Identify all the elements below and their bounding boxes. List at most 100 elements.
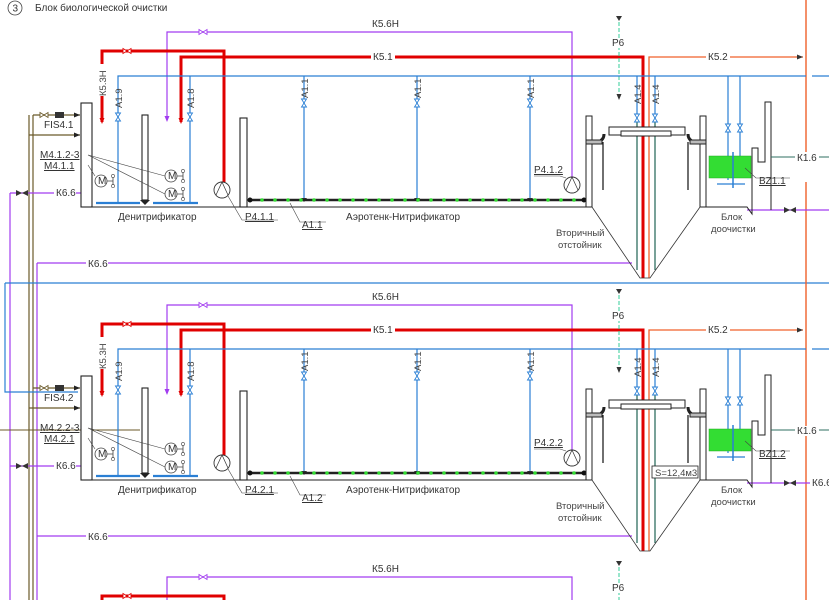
valve-icon[interactable] <box>198 573 208 581</box>
a18-label: A1.8 <box>186 361 197 381</box>
valve-icon[interactable] <box>736 123 744 133</box>
aerotank-label: Аэротенк-Нитрификатор <box>346 211 460 223</box>
blue-air-main <box>4 282 829 393</box>
post-treatment-block <box>706 101 772 216</box>
valve-icon[interactable] <box>198 301 208 309</box>
arrow-right-icon <box>74 405 80 411</box>
motor-leader <box>87 427 166 468</box>
aerotank <box>247 470 587 481</box>
arrow-down-icon <box>616 367 622 373</box>
section-number: 3 <box>13 4 19 15</box>
valve-icon[interactable] <box>633 113 641 123</box>
leader-line <box>744 167 790 179</box>
riser-label: A1.1 <box>413 78 424 98</box>
valve-icon[interactable] <box>784 207 796 213</box>
valve-icon[interactable] <box>122 47 132 55</box>
k52-label: К5.2 <box>708 325 728 336</box>
red-recirculation-line <box>100 49 226 182</box>
a19-label: A1.9 <box>114 88 125 108</box>
bio-loading-media <box>708 428 752 452</box>
valve-icon[interactable] <box>114 385 122 395</box>
a19-label: A1.9 <box>114 361 125 381</box>
arrow-down-icon <box>616 94 622 100</box>
k56h-label: К5.6Н <box>372 564 399 575</box>
k51-label: К5.1 <box>373 325 393 336</box>
k66-left-label: К6.6 <box>56 461 76 472</box>
valve-icon[interactable] <box>526 371 534 381</box>
m-single-label: M4.2.1 <box>44 434 75 445</box>
valve-icon[interactable] <box>724 123 732 133</box>
airlift-pipe <box>636 120 656 270</box>
svg-text:M: M <box>168 462 176 473</box>
purple-sludge-line <box>166 304 573 451</box>
fis-label: FIS4.2 <box>44 393 74 404</box>
sludge-pump[interactable] <box>563 449 581 467</box>
k53h-label: К5.3Н <box>98 343 109 369</box>
diagram-title-text: Блок биологической очистки <box>35 2 167 14</box>
a14-label: A1.4 <box>633 84 644 104</box>
valve-icon[interactable] <box>651 386 659 396</box>
post-label-line1: Блок <box>721 485 743 496</box>
svg-text:M: M <box>98 449 106 460</box>
k66-bottom-label: К6.6 <box>88 532 108 543</box>
denitrifier-tank <box>80 375 248 481</box>
leader-line <box>744 440 790 452</box>
valve-icon[interactable] <box>114 112 122 122</box>
valve-icon[interactable] <box>300 98 308 108</box>
aerotank <box>247 197 587 208</box>
valve-icon[interactable] <box>526 98 534 108</box>
valve-icon[interactable] <box>122 592 132 600</box>
valve-icon[interactable] <box>724 396 732 406</box>
valve-icon[interactable] <box>198 28 208 36</box>
diagram-title: 3 Блок биологической очистки <box>7 0 167 16</box>
valve-icon[interactable] <box>39 111 49 119</box>
svg-text:M: M <box>98 176 106 187</box>
m-group-label: M4.2.2-3 <box>40 423 80 434</box>
m-single-label: M4.1.1 <box>44 161 75 172</box>
valve-icon[interactable] <box>784 480 796 486</box>
leader-line <box>289 475 326 496</box>
bz-label: BZ1.1 <box>759 176 786 187</box>
valve-icon[interactable] <box>122 320 132 328</box>
settler-label-line2: отстойник <box>558 240 602 251</box>
settler-label-line2: отстойник <box>558 513 602 524</box>
arrow-right-icon <box>797 54 803 60</box>
bio-loading-media <box>708 155 752 179</box>
purple-sludge-line <box>166 576 573 600</box>
arrow-right-icon <box>74 385 80 391</box>
orange-k52-line <box>648 56 803 278</box>
valve-icon[interactable] <box>736 396 744 406</box>
orange-k52-line <box>648 329 803 551</box>
motor-icon: M <box>164 187 185 201</box>
denitrifier-label: Денитрификатор <box>118 211 197 223</box>
arrow-down-icon <box>178 118 184 124</box>
valve-icon[interactable] <box>633 386 641 396</box>
valve-icon[interactable] <box>651 113 659 123</box>
p6-label: P6 <box>612 38 625 49</box>
recirculation-pump[interactable] <box>213 454 231 472</box>
arrow-right-icon <box>74 112 80 118</box>
valve-icon[interactable] <box>186 385 194 395</box>
post-label-line2: доочистки <box>711 497 756 508</box>
a14-label: A1.4 <box>651 84 662 104</box>
riser-label: A1.1 <box>526 351 537 371</box>
valve-icon[interactable] <box>186 112 194 122</box>
leader-line <box>534 448 567 452</box>
riser-label: A1.1 <box>413 351 424 371</box>
red-recirculation-line <box>100 322 226 455</box>
arrow-right-icon <box>74 132 80 138</box>
sludge-pump[interactable] <box>563 176 581 194</box>
secondary-settler <box>585 388 707 552</box>
motor-icon: M <box>164 169 185 183</box>
valve-icon[interactable] <box>413 98 421 108</box>
recirculation-pump[interactable] <box>213 181 231 199</box>
valve-icon[interactable] <box>39 384 49 392</box>
valve-icon[interactable] <box>300 371 308 381</box>
valve-icon[interactable] <box>413 371 421 381</box>
purple-sludge-line <box>166 31 573 178</box>
arrow-down-icon <box>178 391 184 397</box>
red-k51-line <box>179 55 645 278</box>
leader-line <box>227 195 278 221</box>
